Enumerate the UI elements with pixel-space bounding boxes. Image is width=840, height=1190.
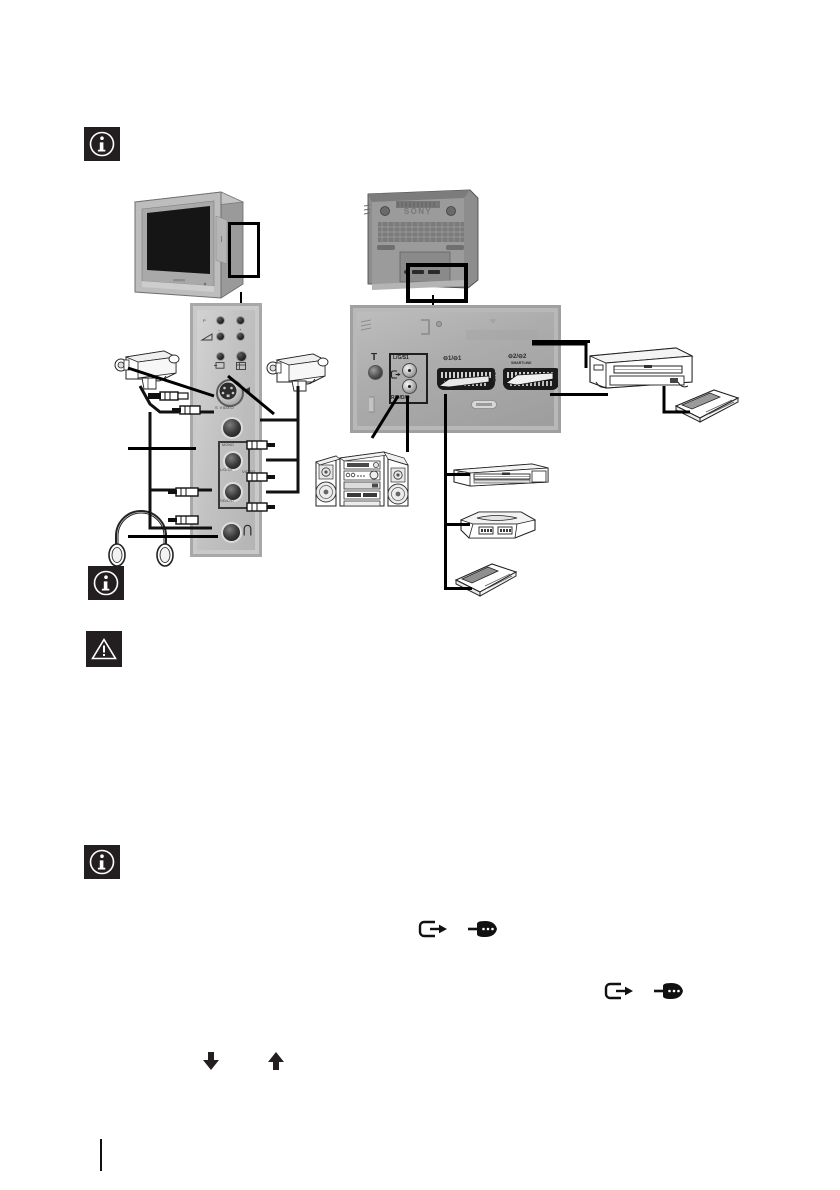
scart-1-side-label: CAB — [492, 372, 497, 382]
scart-1-label: ⊖1/⊖1 — [443, 356, 462, 362]
leader-line — [128, 447, 196, 450]
leader-line-console — [444, 523, 470, 526]
scart-out-icon — [604, 981, 634, 1006]
plug-connector — [243, 438, 275, 456]
program-up-button[interactable] — [237, 317, 244, 324]
leader-line — [240, 292, 242, 306]
leader-line-decoder — [444, 587, 472, 590]
cable-camcorder-right — [260, 386, 300, 494]
scart-in-icon — [654, 981, 684, 1006]
leader-line-stereo — [406, 396, 409, 452]
audio-out-right-label: R/D/D/D — [391, 395, 410, 401]
program-down-button[interactable] — [217, 317, 224, 324]
s-video-plug — [148, 389, 204, 408]
volume-down-button[interactable] — [217, 333, 224, 340]
dvd-player — [452, 458, 550, 488]
svg-text:SONY: SONY — [404, 207, 432, 216]
scart-out-icon — [418, 919, 448, 944]
arrow-up-icon — [265, 1050, 287, 1077]
hifi-stereo-system — [314, 448, 410, 510]
scart-1-trunk-line — [444, 394, 447, 590]
leader-line — [128, 535, 218, 538]
vcr-top — [588, 346, 694, 394]
input-select-button[interactable] — [217, 353, 224, 360]
audio-out-left-label: L/G/S1 — [393, 355, 409, 361]
scart-1[interactable] — [437, 368, 495, 390]
volume-up-button[interactable] — [237, 333, 244, 340]
leader-line — [432, 295, 434, 307]
headphone-icon — [243, 524, 252, 536]
input-select-icon — [214, 362, 225, 369]
audio-out-icon — [390, 370, 401, 379]
menu-icon — [236, 362, 246, 370]
audio-out-left[interactable] — [402, 363, 417, 378]
plug-connector — [168, 485, 200, 503]
arrow-down-icon — [200, 1050, 222, 1077]
dc-slot — [471, 400, 497, 409]
game-console — [455, 508, 539, 542]
panel-molding — [360, 319, 538, 340]
leader-scart2-side — [548, 364, 594, 398]
menu-button[interactable] — [237, 352, 246, 361]
audio-left-in-jack[interactable] — [223, 451, 243, 471]
info-icon — [84, 127, 120, 161]
decoder — [452, 562, 520, 600]
videotape-top — [672, 388, 742, 424]
scart-in-icon — [468, 919, 498, 944]
scart-2[interactable] — [503, 368, 558, 390]
leader-scart2-vcr — [532, 342, 588, 368]
scart-2-sublabel: SMARTLINK — [511, 361, 532, 365]
plug-connector — [243, 500, 275, 518]
headphone-jack[interactable] — [221, 522, 242, 543]
scart-2-label: ⊖2/⊖2 — [508, 354, 527, 360]
info-icon — [84, 845, 120, 879]
warning-icon — [86, 631, 122, 667]
leader-audio-out — [370, 395, 400, 439]
leader-line-dvd — [444, 473, 470, 476]
leader-line-vcr-alt — [550, 393, 608, 396]
rear-panel-highlight-box — [406, 263, 468, 303]
plug-connector — [243, 470, 275, 488]
audio-out-right[interactable] — [402, 379, 417, 394]
video-in-jack[interactable] — [221, 417, 243, 439]
rear-connector-panel-detail: T L/G/S1 R/D/D/D ⊖1/⊖1 CAB ⊖2/⊖2 SMARTLI… — [350, 305, 561, 433]
camcorder-right — [265, 348, 331, 394]
plug-connector — [172, 403, 202, 421]
aerial-input[interactable] — [368, 365, 383, 380]
plug-connector — [168, 513, 200, 531]
leader-line — [444, 394, 447, 436]
leader-line-vcr — [532, 340, 590, 343]
footer-rule — [100, 1139, 102, 1171]
cable-clip-icon — [369, 396, 375, 413]
front-panel-highlight-box — [228, 222, 260, 278]
info-icon — [88, 566, 124, 600]
volume-icon — [200, 333, 213, 341]
front-side-panel-detail: P – + — [190, 303, 262, 557]
audio-right-in-jack[interactable] — [223, 482, 243, 502]
television-rear-view: SONY — [360, 184, 484, 303]
leader-vcr-tape — [662, 386, 690, 414]
television-front-view — [125, 180, 260, 306]
aerial-label: T — [371, 352, 378, 363]
